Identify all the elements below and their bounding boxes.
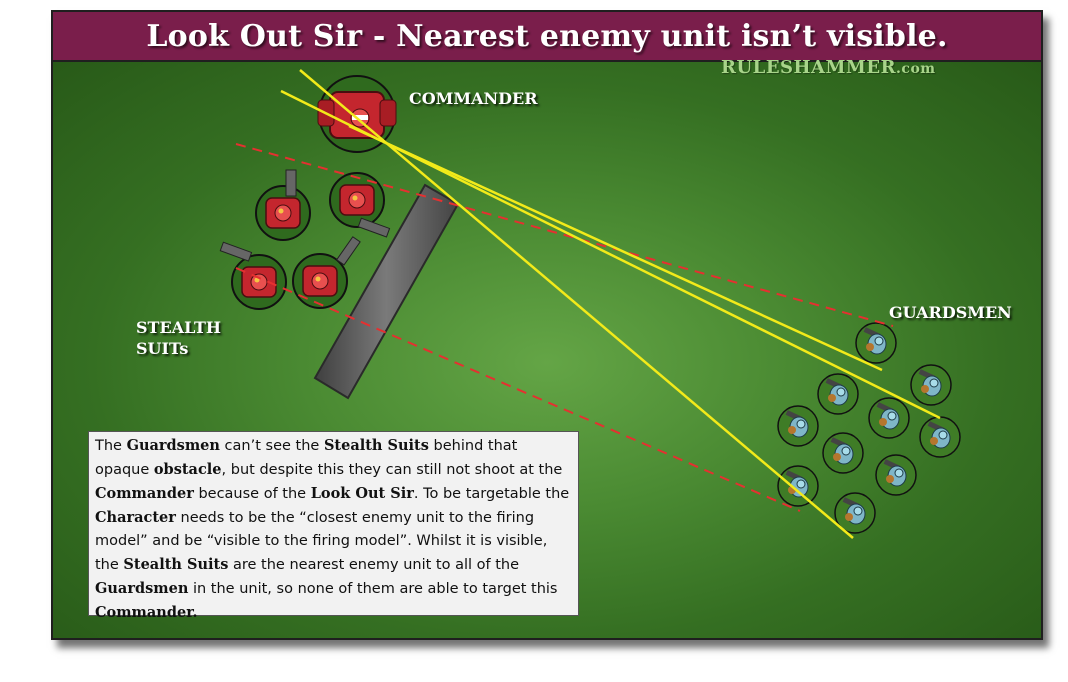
yellow-sight-lines: [280, 69, 941, 539]
guardsman-5: [777, 405, 819, 447]
red-dashed-line-upper: [235, 143, 894, 327]
stealth-suit-2: [329, 172, 391, 238]
guardsman-2: [910, 364, 952, 406]
guardsman-6: [919, 416, 961, 458]
red-dashed-line-lower: [235, 267, 801, 512]
yellow-line-1: [299, 69, 854, 539]
guardsman-10: [834, 492, 876, 534]
obstacle: [313, 183, 460, 400]
guardsmen-label: GUARDSMEN: [889, 303, 1012, 322]
guardsman-4: [868, 397, 910, 439]
guardsman-8: [875, 454, 917, 496]
page-title: Look Out Sir - Nearest enemy unit isn’t …: [146, 18, 948, 54]
guardsmen-unit: [777, 322, 961, 534]
yellow-line-3: [348, 124, 883, 372]
guardsman-1: [855, 322, 897, 364]
title-bar: Look Out Sir - Nearest enemy unit isn’t …: [53, 12, 1041, 62]
stealth-suit-4: [292, 236, 361, 309]
stealth-suit-3: [219, 241, 287, 310]
stealth-suit-1: [255, 169, 311, 241]
commander-label: COMMANDER: [409, 89, 538, 108]
explanation-box: The Guardsmen can’t see the Stealth Suit…: [88, 431, 579, 621]
stealth-suits-label: STEALTH SUITs: [136, 318, 222, 358]
guardsman-3: [817, 373, 859, 415]
blocked-sight-lines: [235, 143, 894, 512]
brand-logo: RULESHAMMER.com: [721, 57, 936, 78]
guardsman-9: [777, 465, 819, 507]
guardsman-7: [822, 432, 864, 474]
